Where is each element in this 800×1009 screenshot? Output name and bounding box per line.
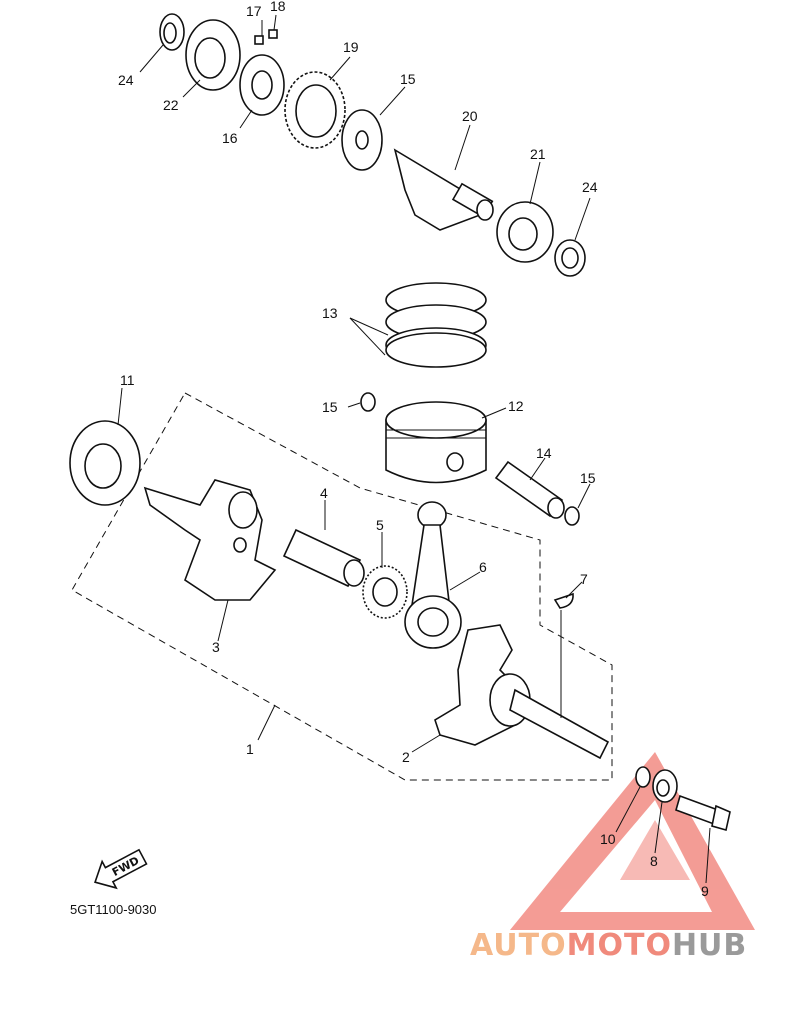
piston-rings-13-icon [385,282,487,368]
callout-10: 10 [600,831,616,847]
piston-pin-14-icon [494,460,565,519]
balancer-shaft-21-icon [393,148,494,231]
crank-half-2-icon [434,624,610,760]
washer-16-icon [341,109,383,171]
callout-19: 18 [270,0,286,14]
callout-14: 14 [536,445,552,461]
callout-3: 3 [212,639,220,655]
callout-4: 4 [320,485,328,501]
gear-20-icon [284,71,346,149]
pin-19-icon [268,29,278,39]
drawing-code: 5GT1100-9030 [70,902,157,917]
bearing-11-icon [69,420,141,506]
callout-21: 20 [462,108,478,124]
watermark-part-auto: AUTO [470,928,567,963]
callout-15a: 15 [322,399,338,415]
callout-12: 12 [508,398,524,414]
oil-seal-24b-icon [554,239,586,277]
forward-arrow-icon: FWD [94,848,148,890]
pin-18-icon [254,35,264,45]
watermark-part-moto: MOTO [567,928,672,963]
woodruff-key-7-icon [553,592,574,609]
crank-half-3-icon [143,479,277,601]
washer-8-icon [652,769,678,803]
callouts: 24 22 16 17 18 19 15 20 21 24 13 11 15 1… [118,0,709,899]
watermark-logo-icon [510,752,755,930]
callout-1: 1 [246,741,254,757]
connecting-rod-6-icon [404,501,462,649]
callout-24b: 24 [582,179,598,195]
callout-18: 17 [246,3,262,19]
bearing-22-icon [496,201,554,263]
callout-13: 13 [322,305,338,321]
callout-24a: 24 [118,72,134,88]
callout-20: 19 [343,39,359,55]
bearing-23-icon [185,19,241,91]
callout-15b: 15 [580,470,596,486]
callout-16: 15 [400,71,416,87]
needle-bearing-5-icon [362,565,408,619]
callout-7: 7 [580,571,588,587]
ratchet-17-icon [239,54,285,116]
clip-15a-icon [360,392,376,412]
callout-6: 6 [479,559,487,575]
leader-lines [117,14,711,884]
bolt-9-icon [675,794,731,832]
piston-12-icon [385,401,487,484]
crank-pin-4-icon [282,528,365,588]
watermark-part-hub: HUB [672,928,747,963]
watermark-brand-text: AUTOMOTOHUB [470,928,747,963]
callout-23: 22 [163,97,179,113]
callout-9: 9 [701,883,709,899]
callout-8: 8 [650,853,658,869]
crank-assembly-outline [71,392,613,781]
callout-11: 11 [120,372,135,388]
callout-17: 16 [222,130,238,146]
callout-22: 21 [530,146,546,162]
ring-10-icon [635,766,651,788]
callout-2: 2 [402,749,410,765]
callout-5: 5 [376,517,384,533]
clip-15b-icon [564,506,580,526]
oil-seal-24-icon [159,13,185,51]
